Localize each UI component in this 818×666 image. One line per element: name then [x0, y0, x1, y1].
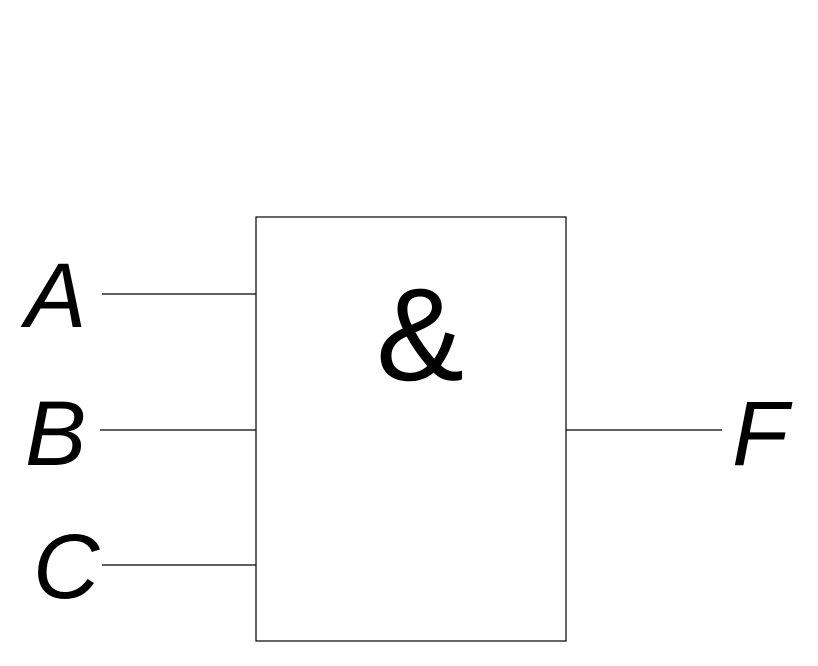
output-f-label: F [732, 383, 793, 485]
input-a-label: A [20, 245, 86, 347]
gate-symbol: & [376, 261, 464, 408]
and-gate-box [255, 216, 567, 642]
input-c-label: C [33, 516, 100, 618]
input-b-label: B [25, 383, 86, 485]
